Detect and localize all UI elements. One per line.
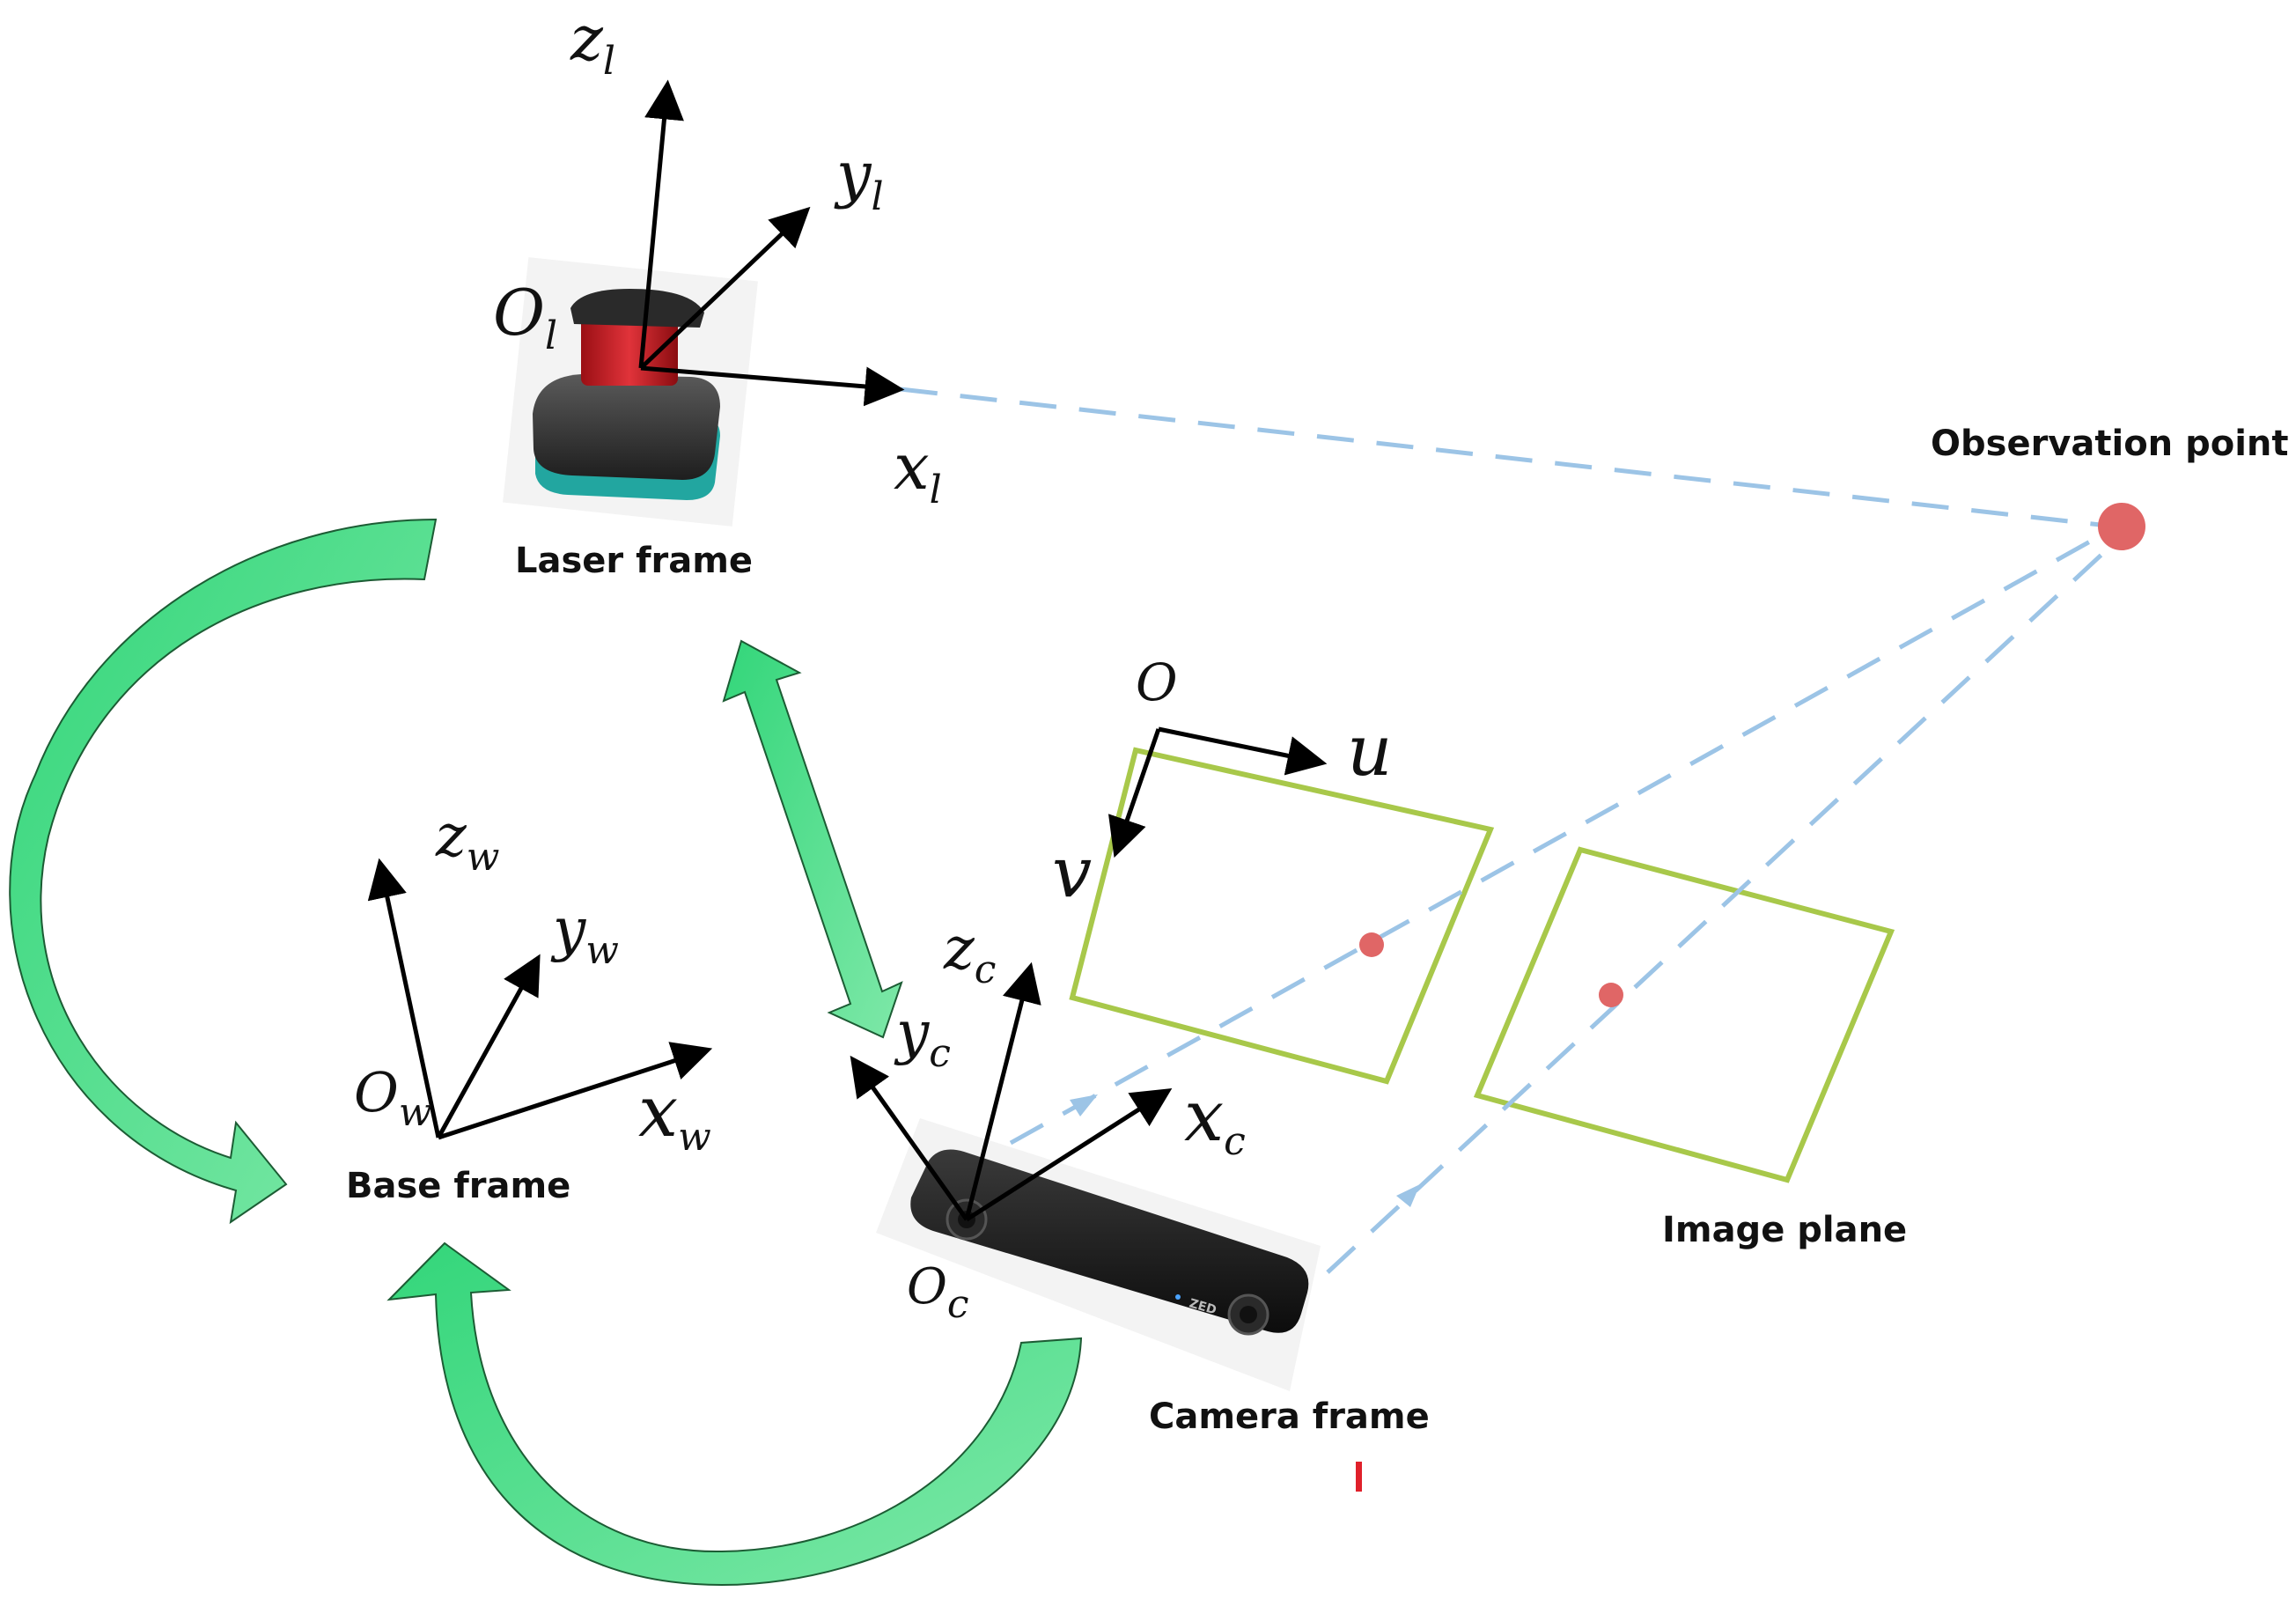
image-origin-label: O [1136,652,1178,712]
laser-camera-double-arrow [722,639,903,1039]
ray-arrowhead-near [1070,1094,1098,1116]
laser-origin-label: Ol [493,276,557,358]
image-v-label: v [1052,831,1092,913]
laser-x-label: xl [894,430,942,512]
camera-x-label: xc [1184,1075,1246,1164]
observation-point-label: Observation point [1931,424,2289,464]
camera-origin-label: Oc [907,1258,969,1327]
camera-ray-near [1009,521,2123,1146]
image-plane-label: Image plane [1662,1210,1907,1250]
camera-z-axis [964,962,1041,1220]
laser-z-axis [638,79,684,369]
image-plane-far [1473,846,1895,1183]
laser-y-label: yl [834,138,884,219]
image-u-axis [1158,726,1328,776]
projection-rays [900,387,2127,1274]
image-v-axis [1108,728,1161,858]
camera-frame-label: Camera frame [1149,1396,1430,1437]
image-point-near [1359,932,1384,957]
base-origin-label: Ow [354,1060,432,1135]
laser-frame-label: Laser frame [515,541,753,581]
camera-to-base-arrow [386,1242,1083,1587]
image-plane-near [1069,747,1495,1085]
observation-point [2098,503,2145,550]
base-z-axis [367,858,441,1138]
image-plane-axes [1108,726,1328,858]
red-mark [1356,1462,1362,1492]
camera-z-label: zc [943,915,996,992]
base-frame-label: Base frame [346,1166,570,1206]
image-point-far [1599,983,1623,1007]
ray-arrowhead-far [1396,1184,1420,1207]
camera-y-label: yc [894,998,951,1076]
base-x-axis [438,1042,713,1140]
laser-x-axis [640,365,905,407]
laser-axes [638,79,905,407]
base-x-label: xw [638,1071,711,1160]
camera-ray-far [1326,531,2127,1274]
laser-ray [900,387,2116,529]
base-z-label: zw [435,802,499,880]
laser-y-axis [639,206,811,370]
transform-arrows [9,518,1083,1587]
base-axes [367,858,713,1140]
base-y-label: yw [550,895,619,973]
base-y-axis [436,954,541,1139]
laser-z-label: zl [570,3,615,84]
image-planes [1069,747,1895,1183]
image-u-label: u [1347,710,1393,792]
camera-x-axis [965,1087,1173,1222]
laser-to-base-arrow [9,518,438,1225]
zed-camera-image: ZED [876,1118,1321,1391]
camera-y-axis [850,1055,969,1221]
camera-axes [850,962,1173,1222]
